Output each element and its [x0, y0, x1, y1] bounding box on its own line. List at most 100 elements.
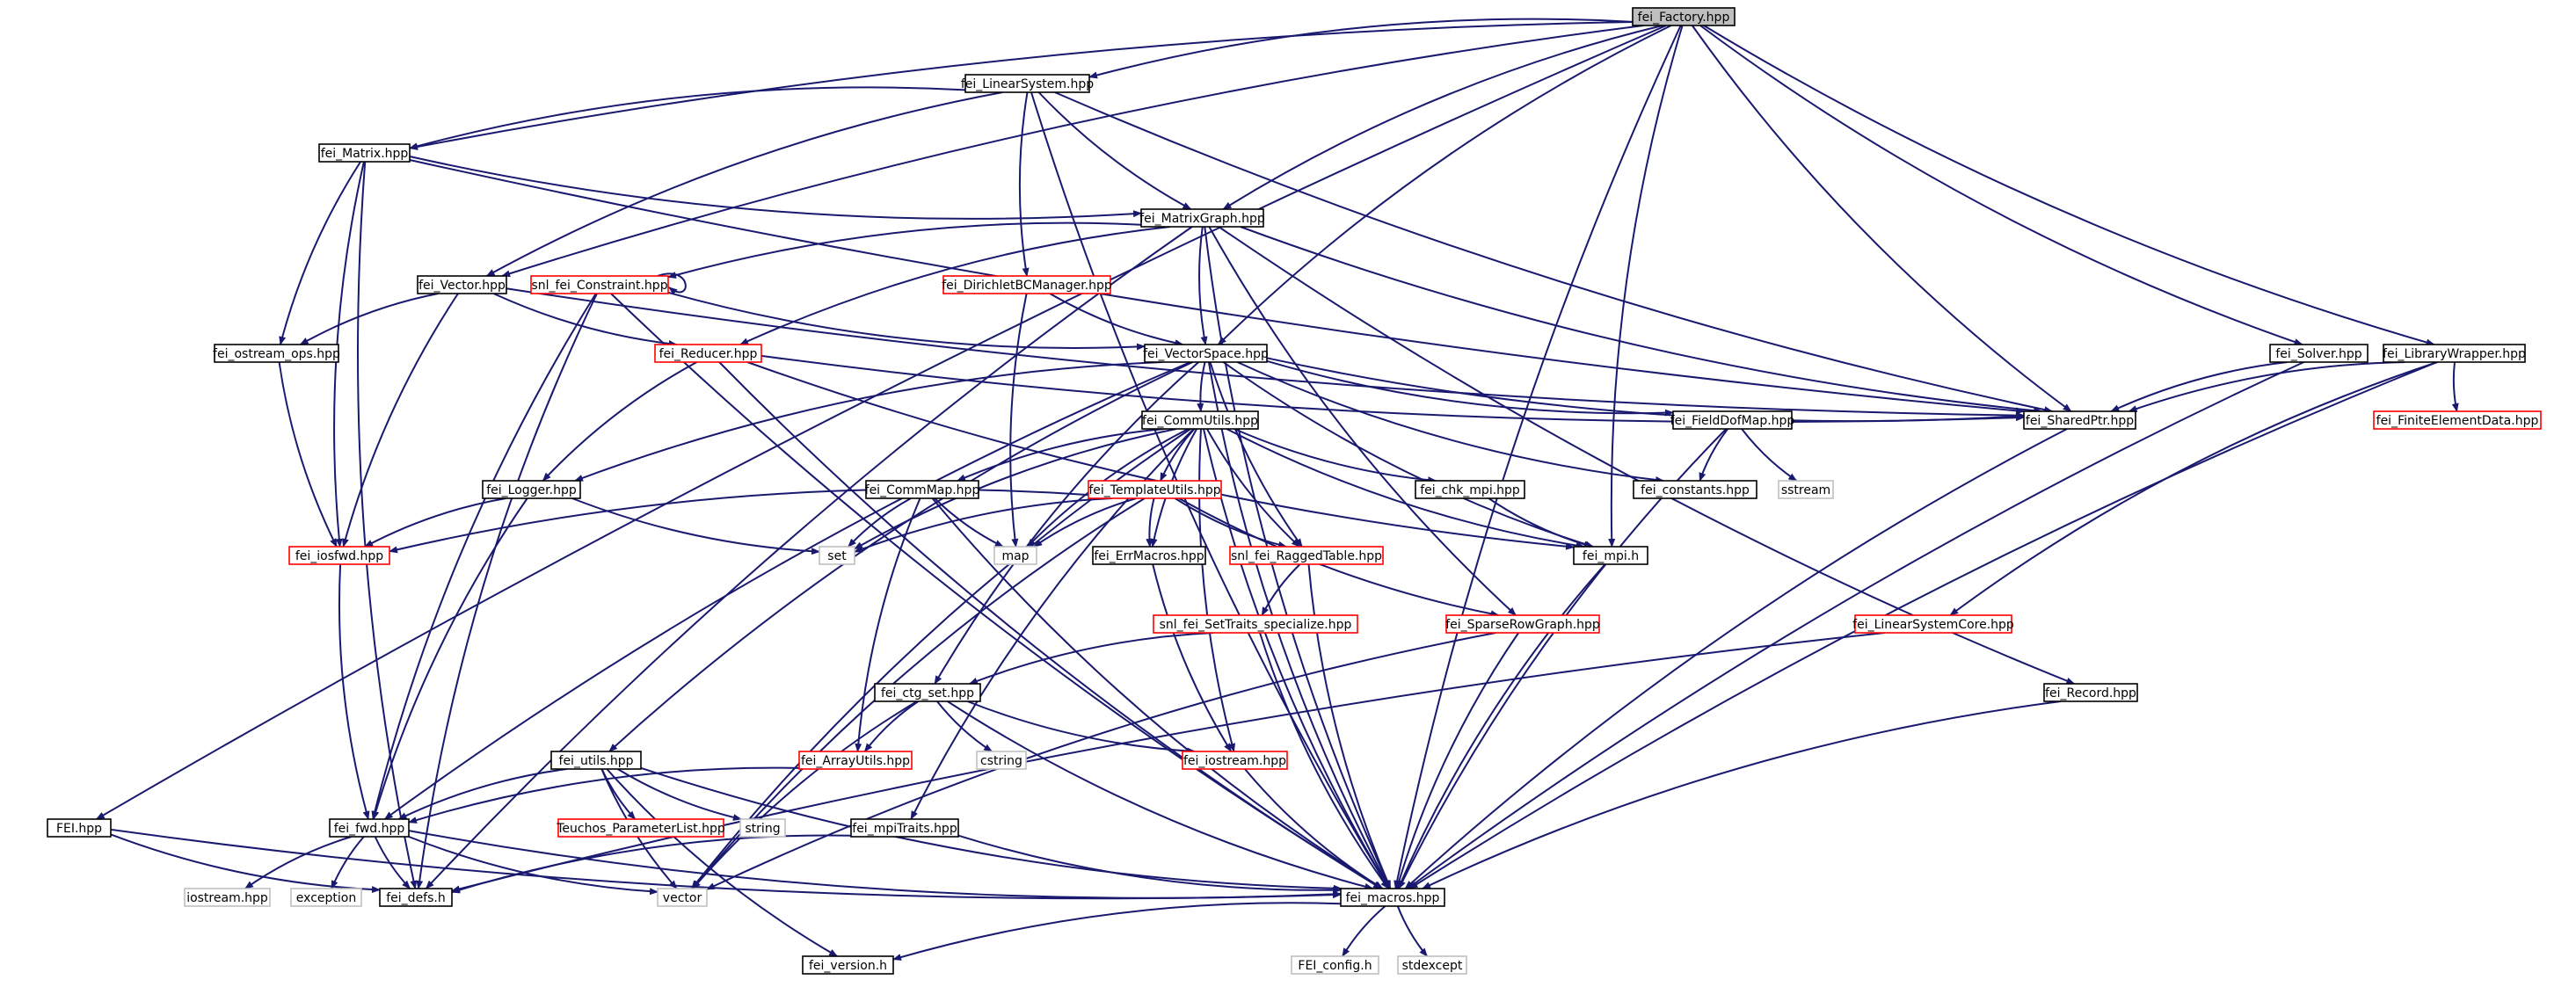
edge-fei_Reducer-to-fei_macros [718, 361, 1383, 889]
node-label: fei_LibraryWrapper.hpp [2383, 347, 2526, 361]
node-fei_Factory[interactable]: fei_Factory.hpp [1632, 7, 1736, 26]
node-box [1153, 614, 1358, 634]
node-fei_macros[interactable]: fei_macros.hpp [1340, 888, 1445, 907]
edge-fei_Factory-to-fei_Solver [1699, 25, 2303, 345]
node-cstring: cstring [976, 751, 1027, 770]
node-label: fei_ostream_ops.hpp [213, 347, 340, 361]
node-label: fei_Logger.hpp [486, 483, 577, 497]
node-label: iostream.hpp [186, 891, 268, 905]
node-fei_LinearSystem[interactable]: fei_LinearSystem.hpp [961, 74, 1094, 93]
node-box [417, 275, 507, 294]
node-fei_ErrMacros[interactable]: fei_ErrMacros.hpp [1092, 546, 1206, 565]
node-box [550, 751, 642, 770]
node-label: fei_FieldDofMap.hpp [1670, 414, 1795, 428]
edge-fei_fwd-to-fei_defs [374, 836, 411, 889]
node-fei_FiniteElementData[interactable]: fei_FiniteElementData.hpp [2373, 410, 2542, 430]
node-fei_mpiTraits[interactable]: fei_mpiTraits.hpp [850, 818, 959, 838]
node-snl_fei_SetTraits_specialize[interactable]: snl_fei_SetTraits_specialize.hpp [1153, 614, 1358, 634]
edge-fei_VectorSpace-to-fei_CommUtils [1197, 361, 1206, 412]
node-fei_Solver[interactable]: fei_Solver.hpp [2269, 344, 2369, 363]
edge-fei_VectorSpace-to-fei_FieldDofMap [1266, 359, 1674, 417]
node-FEI[interactable]: FEI.hpp [47, 818, 112, 838]
node-fei_iosfwd[interactable]: fei_iosfwd.hpp [288, 546, 390, 565]
node-fei_CommMap[interactable]: fei_CommMap.hpp [865, 480, 980, 499]
node-fei_SparseRowGraph[interactable]: fei_SparseRowGraph.hpp [1445, 614, 1600, 634]
node-box [2023, 410, 2136, 430]
edge-fei_CommUtils-to-fei_mpi [1226, 428, 1585, 549]
node-box [976, 751, 1027, 770]
node-box [1854, 614, 2012, 634]
edge-fei_utils-to-string [617, 768, 742, 821]
node-label: fei_ErrMacros.hpp [1094, 549, 1204, 563]
edges-layer [95, 18, 2459, 961]
node-fei_version[interactable]: fei_version.h [802, 955, 894, 975]
edge-snl_fei_RaggedTable-to-fei_macros [1307, 563, 1392, 889]
node-fei_utils[interactable]: fei_utils.hpp [550, 751, 642, 770]
edge-fei_Reducer-to-fei_mpi [746, 361, 1575, 550]
edge-fei_TemplateUtils-to-fei_ErrMacros [1146, 497, 1155, 548]
edge-fei_Matrix-to-fei_ostream_ops [279, 161, 361, 345]
node-iostream: iostream.hpp [184, 888, 271, 907]
edge-fei_utils-to-fei_fwd [397, 768, 567, 820]
node-fei_Reducer[interactable]: fei_Reducer.hpp [654, 344, 762, 363]
node-sstream: sstream [1778, 480, 1834, 499]
node-label: fei_LinearSystem.hpp [961, 77, 1094, 91]
node-box [184, 888, 271, 907]
node-fei_MatrixGraph[interactable]: fei_MatrixGraph.hpp [1139, 208, 1265, 228]
edge-fei_MatrixGraph-to-fei_SparseRowGraph [1208, 226, 1517, 616]
node-fei_VectorSpace[interactable]: fei_VectorSpace.hpp [1143, 344, 1269, 363]
node-fei_iostream[interactable]: fei_iostream.hpp [1182, 751, 1288, 770]
edge-fei_Factory-to-fei_MatrixGraph [1222, 25, 1663, 210]
node-fei_TemplateUtils[interactable]: fei_TemplateUtils.hpp [1088, 480, 1222, 499]
node-box [530, 275, 669, 294]
node-fei_constants[interactable]: fei_constants.hpp [1633, 480, 1757, 499]
node-string: string [739, 818, 786, 838]
node-fei_Vector[interactable]: fei_Vector.hpp [417, 275, 507, 294]
node-fei_ctg_set[interactable]: fei_ctg_set.hpp [874, 683, 981, 702]
node-fei_ostream_ops[interactable]: fei_ostream_ops.hpp [213, 344, 340, 363]
node-Teuchos_ParameterList[interactable]: Teuchos_ParameterList.hpp [556, 818, 725, 838]
node-fei_DirichletBCManager[interactable]: fei_DirichletBCManager.hpp [942, 275, 1112, 294]
edge-fei_LibraryWrapper-to-fei_macros [1408, 361, 2438, 889]
node-fei_Record[interactable]: fei_Record.hpp [2043, 683, 2138, 702]
node-fei_mpi[interactable]: fei_mpi.h [1573, 546, 1648, 565]
node-fei_Matrix[interactable]: fei_Matrix.hpp [318, 143, 411, 163]
node-box [1144, 344, 1268, 363]
edge-fei_VectorSpace-to-fei_ctg_set [934, 361, 1199, 685]
node-fei_CommUtils[interactable]: fei_CommUtils.hpp [1141, 410, 1259, 430]
node-fei_Logger[interactable]: fei_Logger.hpp [482, 480, 581, 499]
node-box [1140, 208, 1264, 228]
node-exception: exception [290, 888, 362, 907]
edge-fei_TemplateUtils-to-snl_fei_RaggedTable [1174, 497, 1287, 548]
node-fei_FieldDofMap[interactable]: fei_FieldDofMap.hpp [1670, 410, 1795, 430]
edge-fei_CommMap-to-fei_ArrayUtils [855, 497, 921, 752]
node-label: snl_fei_SetTraits_specialize.hpp [1160, 618, 1352, 632]
edge-fei_DirichletBCManager-to-fei_VectorSpace [1049, 293, 1184, 347]
node-snl_fei_RaggedTable[interactable]: snl_fei_RaggedTable.hpp [1229, 546, 1384, 565]
edge-fei_ArrayUtils-to-fei_fwd [408, 766, 800, 824]
node-box [557, 818, 724, 838]
node-fei_chk_mpi[interactable]: fei_chk_mpi.hpp [1415, 480, 1525, 499]
node-label: fei_TemplateUtils.hpp [1088, 483, 1220, 497]
node-fei_defs[interactable]: fei_defs.h [379, 888, 453, 907]
edge-fei_fwd-to-fei_macros [408, 830, 1342, 899]
node-fei_LibraryWrapper[interactable]: fei_LibraryWrapper.hpp [2383, 344, 2526, 363]
node-fei_LinearSystemCore[interactable]: fei_LinearSystemCore.hpp [1852, 614, 2014, 634]
edge-fei_LinearSystem-to-fei_DirichletBCManager [1018, 91, 1030, 277]
edge-fei_iosfwd-to-fei_fwd [338, 563, 370, 820]
node-fei_fwd[interactable]: fei_fwd.hpp [329, 818, 410, 838]
node-box [739, 818, 786, 838]
node-fei_SharedPtr[interactable]: fei_SharedPtr.hpp [2023, 410, 2136, 430]
node-box [942, 275, 1111, 294]
node-label: stdexcept [1402, 959, 1463, 973]
edge-fei_Reducer-to-fei_Logger [542, 361, 697, 482]
edge-fei_CommUtils-to-snl_fei_RaggedTable [1206, 428, 1300, 548]
edge-snl_fei_Constraint-to-fei_defs [416, 293, 598, 889]
node-snl_fei_Constraint[interactable]: snl_fei_Constraint.hpp [530, 275, 669, 294]
edge-fei_macros-to-FEI_config [1342, 905, 1386, 957]
node-label: fei_FiniteElementData.hpp [2376, 414, 2539, 428]
node-label: fei_LinearSystemCore.hpp [1852, 618, 2014, 632]
node-label: fei_SparseRowGraph.hpp [1445, 618, 1600, 632]
node-box [1573, 546, 1648, 565]
node-fei_ArrayUtils[interactable]: fei_ArrayUtils.hpp [798, 751, 913, 770]
